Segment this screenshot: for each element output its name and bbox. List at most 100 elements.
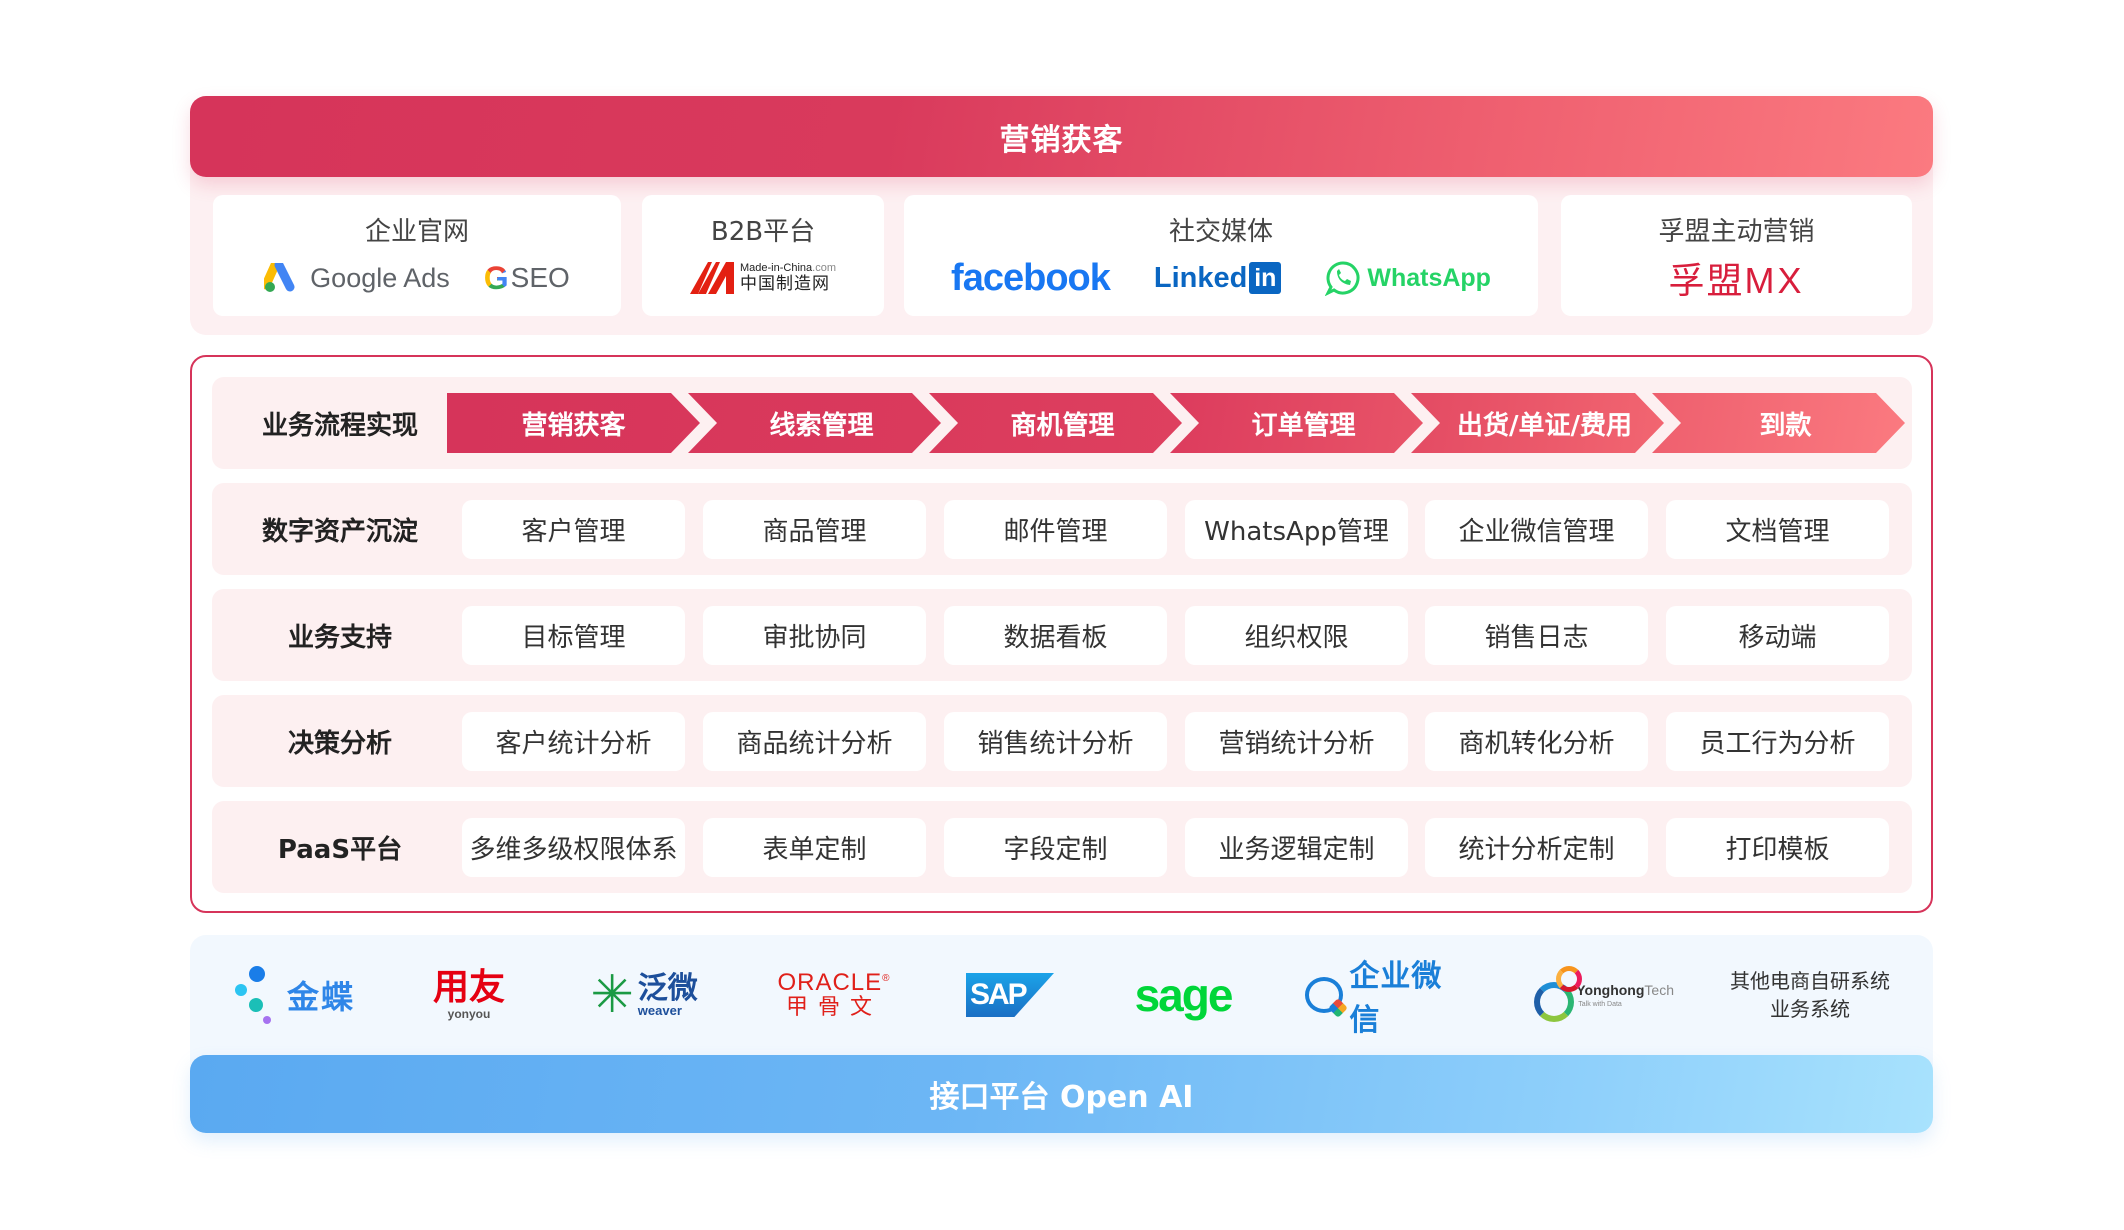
facebook-logo: facebook <box>951 256 1111 299</box>
card-logos: 孚盟MX <box>1561 257 1912 302</box>
module-org-permissions[interactable]: 组织权限 <box>1185 606 1408 665</box>
row-label: 业务支持 <box>287 622 392 653</box>
yonghong-a-label: Yonghong <box>1576 981 1645 998</box>
whatsapp-icon <box>1325 261 1360 296</box>
mic-en-label: Made-in-China <box>740 262 813 274</box>
card-company-website: 企业官网 Google Ads G SEO <box>213 195 621 316</box>
module-document-management[interactable]: 文档管理 <box>1666 500 1889 559</box>
google-g-icon: G <box>483 259 509 296</box>
sap-logo: SAP <box>964 955 1056 1035</box>
module-dashboard[interactable]: 数据看板 <box>944 606 1167 665</box>
card-title: 孚盟主动营销 <box>1658 217 1815 247</box>
google-ads-icon <box>264 263 295 292</box>
wecom-label: 企业微信 <box>1349 959 1443 1038</box>
flow-step-label: 线索管理 <box>769 410 874 441</box>
weaver-logo: ✳ 泛微 weaver <box>583 955 705 1035</box>
linkedin-in-icon: in <box>1249 262 1282 294</box>
kingdee-logo: 金蝶 <box>230 955 360 1035</box>
module-sales-stats[interactable]: 销售统计分析 <box>944 712 1167 771</box>
module-customer-management[interactable]: 客户管理 <box>462 500 685 559</box>
yonghong-slogan: Talk with Data <box>1578 1000 1622 1008</box>
flow-step-leads: 线索管理 <box>688 393 941 453</box>
linkedin-label: Linked <box>1153 261 1248 294</box>
sage-label: sage <box>1134 969 1234 1021</box>
module-target-management[interactable]: 目标管理 <box>462 606 685 665</box>
row-label: 决策分析 <box>287 728 392 759</box>
weaver-cn-label: 泛微 <box>637 970 698 1006</box>
google-ads-logo: Google Ads <box>264 263 450 294</box>
yonyou-cn-label: 用友 <box>432 967 505 1008</box>
module-analytics-customization[interactable]: 统计分析定制 <box>1425 818 1648 877</box>
linkedin-logo: Linked in <box>1153 261 1282 295</box>
wecom-bubble-icon <box>1305 977 1344 1013</box>
flow-step-label: 商机管理 <box>1010 410 1115 441</box>
google-ads-label: Google Ads <box>310 262 450 293</box>
row-business-support: 业务支持 目标管理 审批协同 数据看板 组织权限 销售日志 移动端 <box>212 589 1912 681</box>
oracle-logo: ORACLE® 甲骨文 <box>777 969 891 1020</box>
module-wecom-management[interactable]: 企业微信管理 <box>1425 500 1648 559</box>
flow-step-orders: 订单管理 <box>1170 393 1423 453</box>
flow-step-shipping-docs-fees: 出货/单证/费用 <box>1411 393 1664 453</box>
flow-step-label: 订单管理 <box>1251 410 1356 441</box>
marketing-header: 营销获客 <box>190 96 1933 177</box>
flow-step-label: 到款 <box>1759 410 1812 441</box>
weaver-star-icon: ✳ <box>590 965 634 1025</box>
module-mobile[interactable]: 移动端 <box>1666 606 1889 665</box>
module-permission-system[interactable]: 多维多级权限体系 <box>462 818 685 877</box>
marketing-header-title: 营销获客 <box>999 122 1124 158</box>
module-product-stats[interactable]: 商品统计分析 <box>703 712 926 771</box>
yonyou-en-label: yonyou <box>447 1007 491 1021</box>
made-in-china-m-icon <box>690 262 734 294</box>
yonghong-logo: YonghongTech Talk with Data <box>1534 955 1674 1035</box>
row-business-process: 业务流程实现 营销获客 线索管理 商机管理 订单管理 出货/单证/费用 到款 <box>212 377 1912 469</box>
whatsapp-logo: WhatsApp <box>1325 260 1491 296</box>
module-logic-customization[interactable]: 业务逻辑定制 <box>1185 818 1408 877</box>
whatsapp-label: WhatsApp <box>1367 263 1491 292</box>
mic-en-suffix: .com <box>812 262 836 274</box>
card-title: 社交媒体 <box>1168 217 1273 247</box>
sap-label: SAP <box>966 973 1054 1017</box>
card-title: 企业官网 <box>364 217 469 247</box>
module-product-management[interactable]: 商品管理 <box>703 500 926 559</box>
process-flow: 营销获客 线索管理 商机管理 订单管理 出货/单证/费用 到款 <box>447 393 1907 453</box>
wecom-logo: 企业微信 <box>1305 955 1467 1038</box>
module-opportunity-conversion[interactable]: 商机转化分析 <box>1425 712 1648 771</box>
card-social-media: 社交媒体 facebook Linked in WhatsApp <box>904 195 1538 316</box>
flow-step-payment: 到款 <box>1652 393 1905 453</box>
flow-step-opportunities: 商机管理 <box>929 393 1182 453</box>
module-field-customization[interactable]: 字段定制 <box>944 818 1167 877</box>
kingdee-label: 金蝶 <box>286 978 355 1016</box>
other-systems-line1: 其他电商自研系统 <box>1730 969 1890 993</box>
row-decision-analysis: 决策分析 客户统计分析 商品统计分析 销售统计分析 营销统计分析 商机转化分析 … <box>212 695 1912 787</box>
row-paas-platform: PaaS平台 多维多级权限体系 表单定制 字段定制 业务逻辑定制 统计分析定制 … <box>212 801 1912 893</box>
card-logos: Made-in-China.com 中国制造网 <box>642 257 884 299</box>
mic-cn-label: 中国制造网 <box>740 274 830 294</box>
fumeng-cn-label: 孚盟 <box>1668 261 1745 302</box>
oracle-cn-label: 甲骨文 <box>785 995 882 1020</box>
module-sales-log[interactable]: 销售日志 <box>1425 606 1648 665</box>
module-email-management[interactable]: 邮件管理 <box>944 500 1167 559</box>
module-whatsapp-management[interactable]: WhatsApp管理 <box>1185 500 1408 559</box>
row-label: PaaS平台 <box>277 834 403 865</box>
module-print-template[interactable]: 打印模板 <box>1666 818 1889 877</box>
card-logos: Google Ads G SEO <box>213 257 621 299</box>
oracle-en-label: ORACLE <box>777 969 883 996</box>
weaver-en-label: weaver <box>637 1002 682 1018</box>
other-systems-label: 其他电商自研系统 业务系统 <box>1720 955 1900 1035</box>
module-approval[interactable]: 审批协同 <box>703 606 926 665</box>
card-title: B2B平台 <box>710 217 816 247</box>
row-label: 业务流程实现 <box>261 410 418 441</box>
other-systems-line2: 业务系统 <box>1770 997 1850 1021</box>
module-form-customization[interactable]: 表单定制 <box>703 818 926 877</box>
module-customer-stats[interactable]: 客户统计分析 <box>462 712 685 771</box>
flow-step-label: 出货/单证/费用 <box>1457 410 1632 441</box>
flow-step-marketing: 营销获客 <box>447 393 700 453</box>
fumeng-mx-logo: 孚盟MX <box>1668 252 1804 304</box>
module-employee-behavior[interactable]: 员工行为分析 <box>1666 712 1889 771</box>
fumeng-mx-label: MX <box>1744 260 1805 301</box>
card-b2b-platform: B2B平台 Made-in-China.com 中国制造网 <box>642 195 884 316</box>
google-seo-logo: G SEO <box>484 260 570 297</box>
api-platform-label: 接口平台 Open AI <box>929 1080 1194 1115</box>
row-label: 数字资产沉淀 <box>261 516 418 547</box>
module-marketing-stats[interactable]: 营销统计分析 <box>1185 712 1408 771</box>
